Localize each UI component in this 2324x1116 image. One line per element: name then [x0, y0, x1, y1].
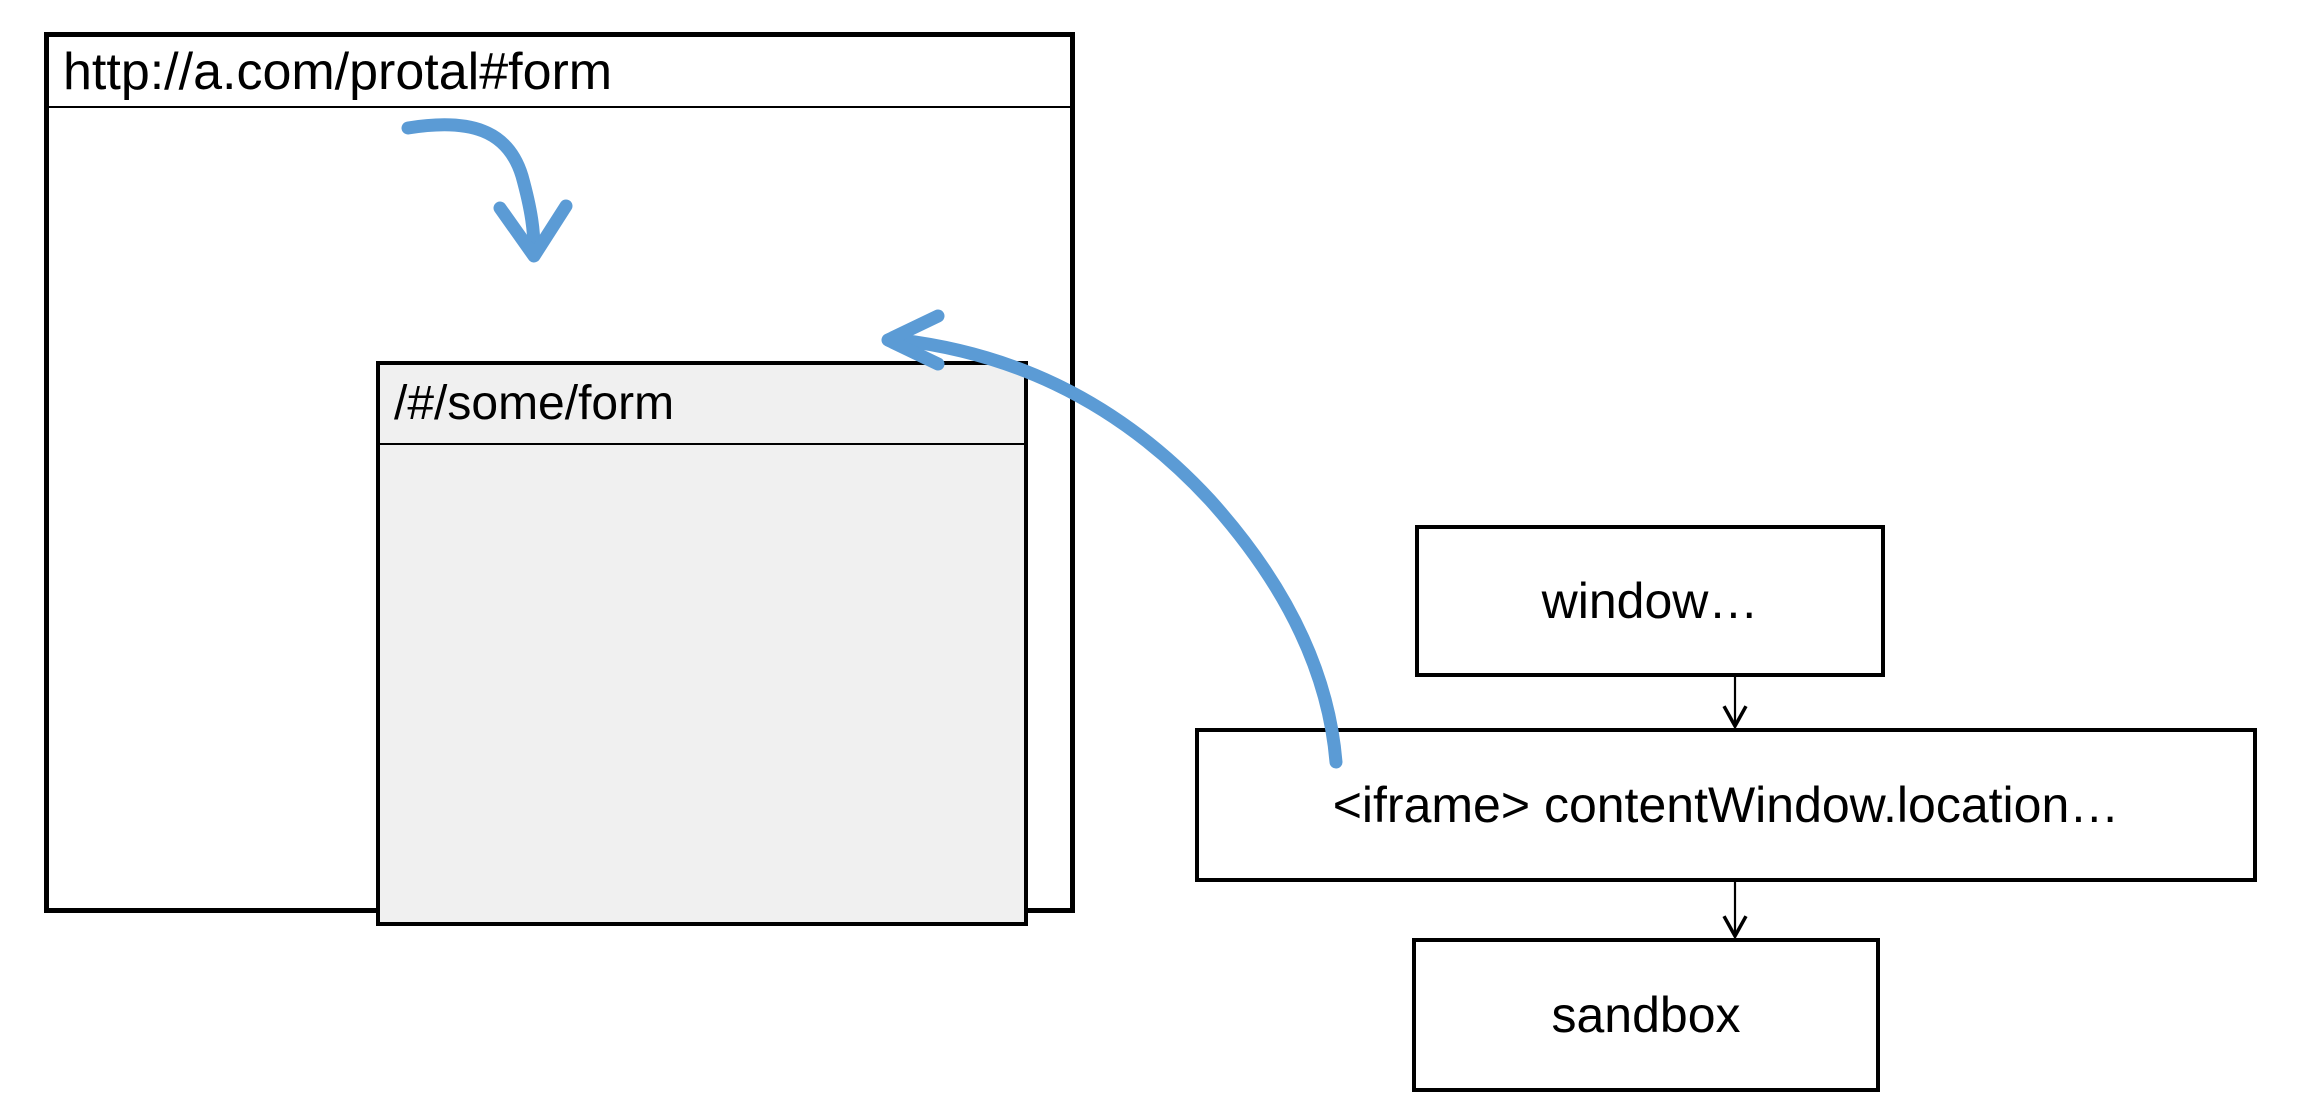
browser-viewport: /#/some/form: [49, 108, 1070, 926]
flow-box-iframe-contentwindow-label: <iframe> contentWindow.location…: [1332, 777, 2120, 833]
flow-box-sandbox[interactable]: sandbox: [1412, 938, 1880, 1092]
flow-box-window-label: window…: [1541, 573, 1759, 629]
flow-box-iframe-contentwindow[interactable]: <iframe> contentWindow.location…: [1195, 728, 2257, 882]
iframe-url-bar[interactable]: /#/some/form: [380, 365, 1024, 445]
browser-url-text: http://a.com/protal#form: [63, 42, 613, 101]
iframe-url-text: /#/some/form: [394, 377, 675, 430]
iframe-content-area: [380, 445, 1024, 922]
browser-window: http://a.com/protal#form /#/some/form: [44, 32, 1075, 926]
flow-box-sandbox-label: sandbox: [1551, 987, 1741, 1043]
browser-url-bar[interactable]: http://a.com/protal#form: [49, 37, 1070, 108]
flow-box-window[interactable]: window…: [1415, 525, 1885, 677]
iframe-panel: /#/some/form: [376, 361, 1028, 926]
